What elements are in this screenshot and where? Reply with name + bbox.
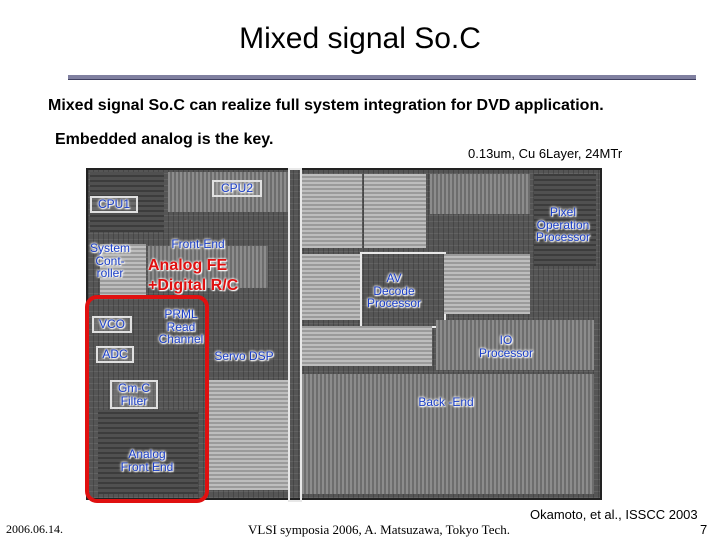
key-point-text: Embedded analog is the key.	[55, 131, 274, 148]
memory-block-5	[444, 254, 530, 314]
front-end-region	[148, 246, 268, 288]
logic-block-1	[208, 380, 288, 490]
vco-label: VCO	[92, 316, 132, 333]
lead-text: Mixed signal So.C can realize full syste…	[48, 97, 604, 114]
memory-block-3	[430, 174, 530, 214]
pixel-processor-label: Pixel Operation Processor	[535, 205, 591, 245]
cpu1-region	[90, 172, 164, 232]
analog-highlight-box	[85, 295, 209, 503]
io-processor-label: IO Processor	[478, 333, 534, 360]
bus-strip	[288, 168, 302, 502]
system-controller-region	[100, 244, 146, 296]
analog-front-end-region	[98, 410, 198, 494]
reference-citation: Okamoto, et al., ISSCC 2003	[530, 507, 698, 522]
process-spec: 0.13um, Cu 6Layer, 24MTr	[468, 146, 623, 161]
prml-label: PRML Read Channel	[158, 307, 204, 347]
memory-block-2	[364, 174, 426, 248]
adc-label: ADC	[96, 346, 134, 363]
page-number: 7	[700, 522, 708, 537]
gmc-filter-label: Gm-C Filter	[110, 380, 158, 410]
av-decode-label: AV Decode Processor	[366, 271, 422, 311]
system-controller-label: System Cont- roller	[89, 241, 130, 281]
pixel-processor-region	[534, 174, 596, 266]
slide-date: 2006.06.14.	[6, 522, 63, 536]
memory-block-4	[302, 254, 362, 320]
servo-dsp-label: Servo DSP	[214, 349, 274, 363]
cpu1-label: CPU1	[90, 196, 138, 213]
slide-title: Mixed signal So.C	[239, 22, 481, 55]
slide-footer: VLSI symposia 2006, A. Matsuzawa, Tokyo …	[248, 522, 511, 537]
analog-fe-label: Analog FE	[148, 257, 228, 274]
io-region	[436, 320, 594, 370]
back-end-region	[302, 374, 594, 494]
memory-block-1	[302, 174, 362, 248]
memory-block-6	[302, 326, 432, 366]
front-end-label: Front-End	[171, 237, 225, 251]
cpu2-region	[168, 172, 288, 212]
cpu2-label: CPU2	[212, 180, 262, 197]
digital-rc-label: +Digital R/C	[148, 277, 239, 294]
chip-die-photo: CPU1 CPU2 System Cont- roller Front-End …	[86, 168, 602, 502]
title-rule	[68, 75, 696, 80]
back-end-label: Back -End	[418, 395, 474, 409]
analog-front-end-label: Analog Front End	[120, 447, 174, 474]
